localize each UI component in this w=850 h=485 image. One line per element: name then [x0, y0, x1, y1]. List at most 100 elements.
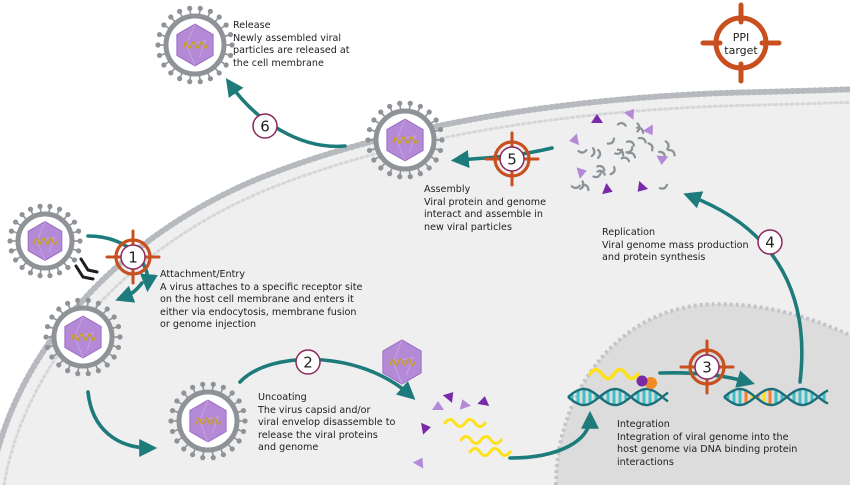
arrow-assembly [450, 146, 554, 168]
step-assembly-line: interact and assemble in [424, 209, 543, 221]
step-2-number: 2 [303, 354, 313, 372]
replicated-genome-fragment [625, 145, 634, 154]
synthesized-protein [656, 155, 669, 165]
step-6-number: 6 [260, 118, 270, 136]
step-assembly-title: Assembly [424, 184, 471, 195]
replicated-genome-fragment [616, 148, 625, 157]
synthesized-protein [576, 167, 587, 179]
step-replication-line: Viral genome mass production [602, 239, 749, 251]
replicated-genome-fragment [596, 169, 606, 176]
step-5-number: 5 [507, 151, 517, 169]
replicated-genome-fragment [577, 148, 588, 154]
viral-protein-fragment [432, 401, 444, 410]
step-release-line: particles are released at [233, 45, 350, 57]
step-integration-line: host genome via DNA binding protein [617, 444, 798, 456]
step-replication-label: Replication Viral genome mass production… [602, 227, 749, 265]
ppi-label-line2: target [724, 44, 758, 57]
viral-protein-fragment [477, 396, 490, 406]
synthesized-protein [569, 133, 580, 146]
attaching-virus [7, 203, 83, 279]
step-attachment-label: Attachment/Entry A virus attaches to a s… [160, 269, 362, 332]
replicated-genome-fragment [590, 147, 596, 158]
nucleus [556, 304, 850, 485]
replicated-genome-fragment [581, 183, 590, 192]
nuclear-envelope [554, 302, 850, 485]
host-receptor-icon [74, 257, 99, 281]
viral-protein-fragment [459, 399, 472, 410]
endocytosed-virus [43, 297, 123, 377]
step-assembly-line: Viral protein and genome [424, 196, 546, 208]
step-4-badge: 4 [757, 229, 783, 255]
virus-particles [7, 5, 445, 461]
step-4-number: 4 [765, 234, 775, 252]
host-dna [567, 367, 829, 407]
step-release-line: Newly assembled viral [233, 32, 342, 44]
viral-protein-fragment [412, 457, 424, 469]
replicated-genome-fragment [635, 126, 645, 135]
replicated-genome-fragment [609, 165, 616, 176]
step-uncoating-line: and genome [258, 442, 319, 454]
host-dna-integrated [723, 387, 829, 407]
replicated-genome-fragment [596, 164, 606, 172]
ppi-target-legend: PPI target [700, 2, 782, 84]
arrow-uncoating [86, 390, 158, 457]
step-5-badge: 5 [499, 146, 525, 172]
step-assembly-line: new viral particles [424, 221, 512, 233]
replicated-genome-fragment [570, 184, 581, 190]
synthesized-protein [591, 114, 603, 123]
step-uncoating-line: The virus capsid and/or [258, 404, 371, 416]
replicated-genome-fragment [592, 172, 602, 179]
step-3-badge: 3 [694, 354, 720, 380]
host-dna-before [567, 387, 669, 407]
arrow-to-nucleus [508, 410, 599, 460]
step-attachment-line: on the host cell membrane and enters it [160, 294, 354, 306]
replicated-genome-fragment [664, 140, 670, 151]
step-release-line: the cell membrane [233, 57, 324, 69]
step-uncoating-line: release the viral proteins [258, 429, 378, 441]
step-release-label: Release Newly assembled viral particles … [233, 20, 350, 70]
dna-binding-protein-icon [636, 375, 657, 389]
replicated-genome-fragment [616, 122, 627, 127]
replicated-genome-fragment [625, 140, 636, 147]
replicated-genome-fragment [620, 156, 631, 163]
arrow-release [225, 78, 347, 149]
uncoating-virus [168, 381, 248, 461]
viral-genome-strand [588, 367, 640, 381]
synthesized-protein [602, 182, 613, 195]
step-1-number: 1 [128, 249, 138, 267]
step-integration-line: interactions [617, 456, 674, 468]
step-uncoating-line: viral envelop disassemble to [258, 417, 396, 429]
step-replication-title: Replication [602, 227, 656, 238]
replicated-genome-fragment [658, 183, 669, 190]
step-1-badge: 1 [120, 244, 146, 270]
step-3-number: 3 [702, 359, 712, 377]
step-release-title: Release [233, 20, 271, 31]
synthesized-protein [623, 109, 635, 120]
step-attachment-title: Attachment/Entry [160, 269, 245, 280]
step-2-badge: 2 [295, 349, 321, 375]
ppi-label-line1: PPI [733, 31, 750, 44]
step-uncoating-label: Uncoating The virus capsid and/or viral … [258, 392, 395, 455]
replicated-genome-fragment [596, 148, 602, 160]
replicated-genome-fragment [606, 137, 616, 145]
step-attachment-line: A virus attaches to a specific receptor … [160, 281, 363, 293]
viral-protein-fragment [421, 422, 431, 435]
viral-genome-fragment [459, 435, 503, 445]
replicated-genome-fragment [647, 142, 654, 152]
viral-genome-fragment [443, 418, 487, 428]
arrow-replication [683, 191, 804, 384]
step-integration-label: Integration Integration of viral genome … [617, 419, 797, 469]
step-integration-title: Integration [617, 419, 670, 430]
step-integration-line: Integration of viral genome into the [617, 431, 789, 443]
assembled-virus [365, 100, 445, 180]
step-assembly-label: Assembly Viral protein and genome intera… [424, 184, 546, 234]
step-badges: 1 2 3 4 5 6 [120, 113, 783, 380]
step-attachment-line: either via endocytosis, membrane fusion [160, 306, 357, 318]
synthesized-protein [637, 181, 649, 192]
step-replication-line: and protein synthesis [602, 252, 706, 264]
step-attachment-line: or genome injection [160, 319, 257, 331]
released-virus [155, 5, 235, 85]
step-6-badge: 6 [252, 113, 278, 139]
viral-genome-fragment [468, 447, 512, 457]
